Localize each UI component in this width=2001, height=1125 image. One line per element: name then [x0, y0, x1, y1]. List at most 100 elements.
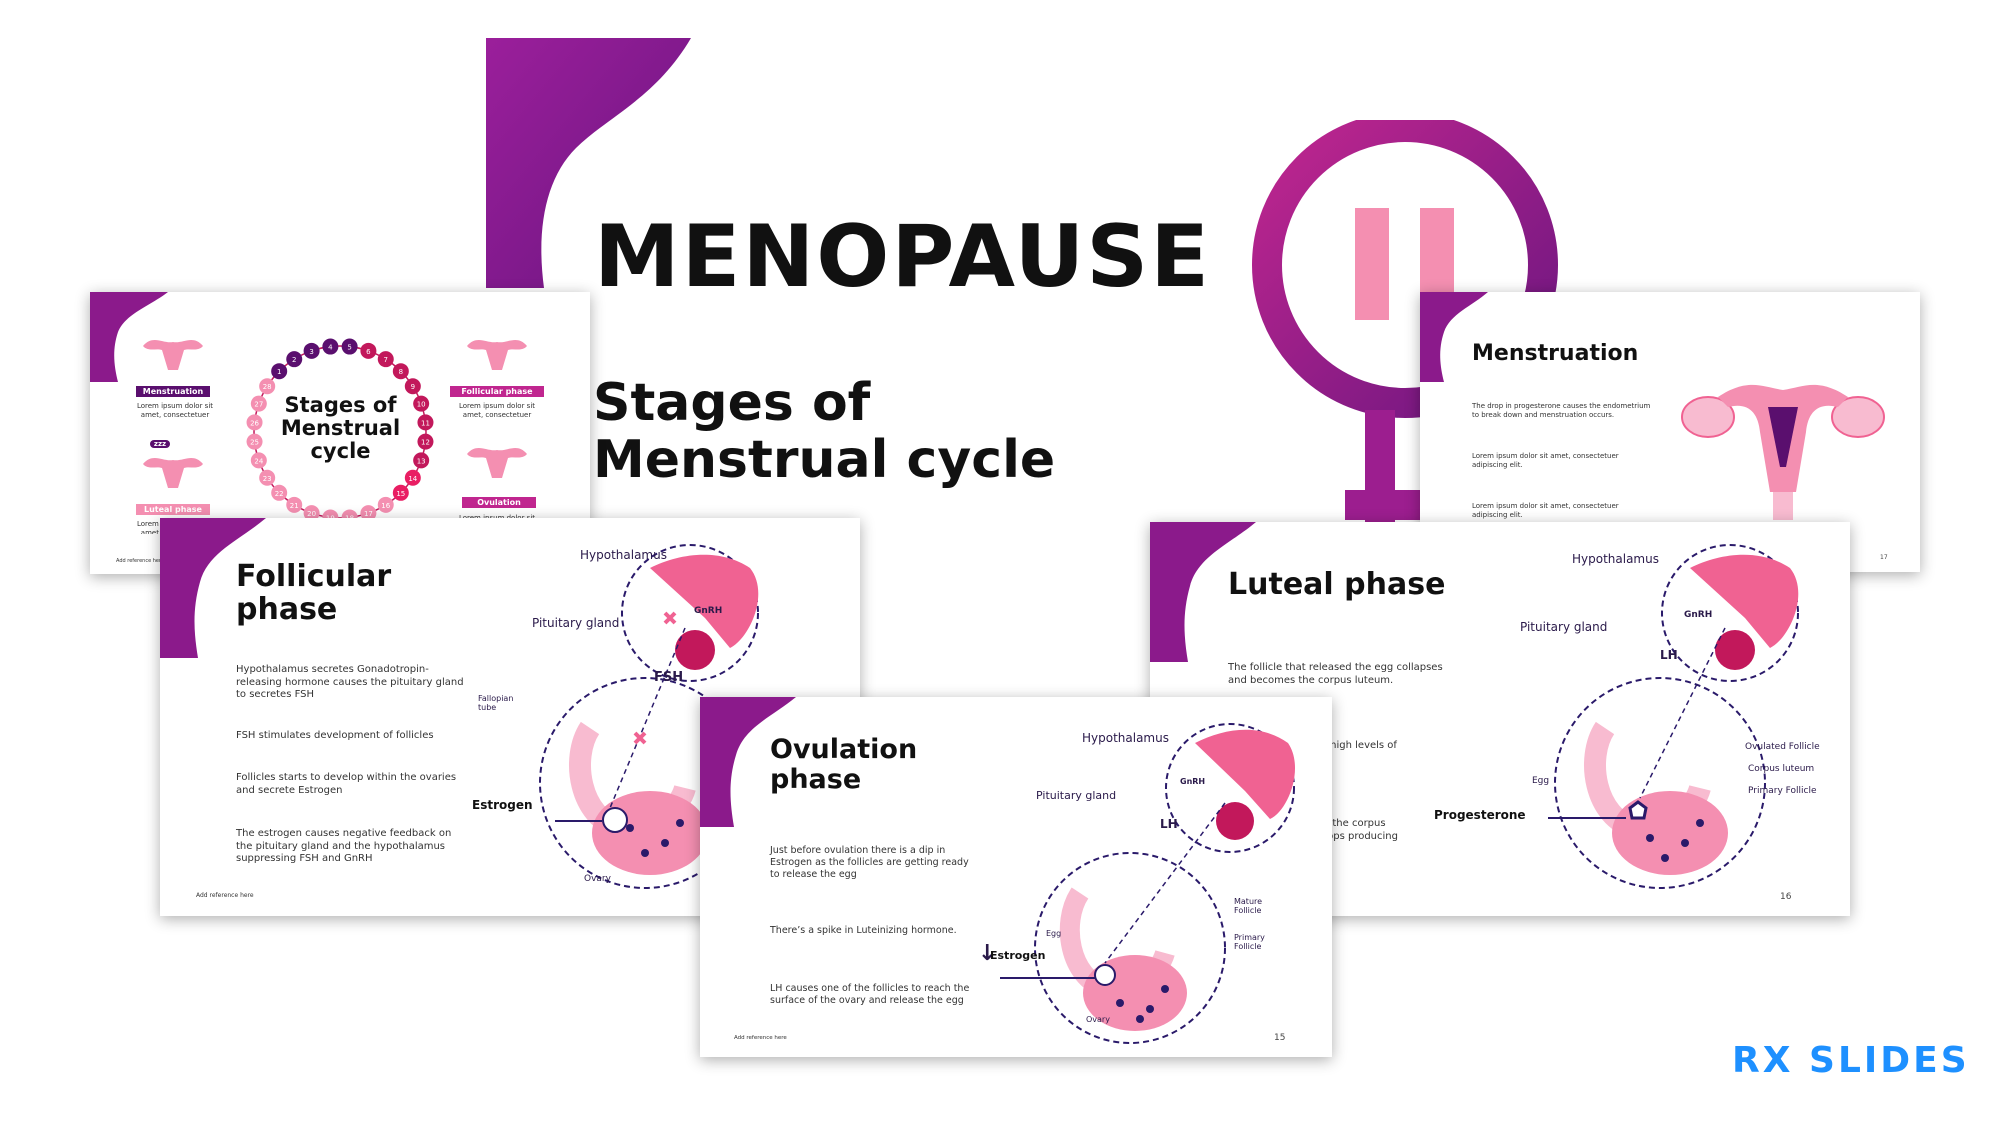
uterus-icon — [143, 339, 203, 370]
cycle-day-16: 16 — [377, 496, 394, 513]
cycle-day-25: 25 — [246, 433, 263, 450]
label-estrogen: Estrogen — [990, 949, 1046, 962]
uterus-icon — [467, 447, 527, 478]
cycle-day-17: 17 — [360, 505, 377, 522]
follicular-title: Follicular phase — [236, 559, 392, 627]
menstruation-para-1: The drop in progesterone causes the endo… — [1472, 402, 1651, 419]
label-progesterone: Progesterone — [1434, 808, 1526, 822]
stages-footer: Add reference here — [116, 558, 165, 564]
label-lh: LH — [1160, 817, 1178, 831]
menstruation-para-2: Lorem ipsum dolor sit amet, consectetuer… — [1472, 452, 1619, 469]
main-subtitle: Stages of Menstrual cycle — [593, 373, 1056, 491]
lorem-2: Lorem ipsum dolor sit amet, consectetuer — [458, 402, 536, 419]
svg-text:2: 2 — [292, 356, 296, 364]
label-hypothalamus: Hypothalamus — [580, 548, 667, 562]
cycle-day-4: 4 — [322, 338, 339, 355]
ovulation-footer: Add reference here — [734, 1035, 787, 1041]
cycle-day-8: 8 — [392, 363, 409, 380]
label-hypothalamus: Hypothalamus — [1572, 552, 1659, 566]
cycle-day-27: 27 — [250, 395, 267, 412]
label-mature: Mature Follicle — [1234, 897, 1263, 915]
menstruation-page: 17 — [1880, 554, 1888, 561]
cycle-day-14: 14 — [404, 469, 421, 486]
label-pituitary: Pituitary gland — [532, 616, 620, 630]
cycle-day-7: 7 — [377, 351, 394, 368]
svg-text:6: 6 — [366, 348, 371, 356]
label-egg: Egg — [1532, 776, 1550, 786]
svg-text:1: 1 — [277, 368, 281, 376]
svg-text:26: 26 — [250, 419, 259, 427]
main-title: MENOPAUSE — [594, 207, 1211, 307]
follicular-para-1: Hypothalamus secretes Gonadotropin- rele… — [236, 664, 464, 700]
slide-wave — [1150, 522, 1256, 662]
menstruation-title: Menstruation — [1472, 341, 1639, 366]
label-fsh: FSH — [654, 670, 684, 685]
svg-text:9: 9 — [411, 383, 415, 391]
svg-text:23: 23 — [263, 475, 272, 483]
cycle-day-9: 9 — [404, 378, 421, 395]
lorem-1: Lorem ipsum dolor sit amet, consectetuer — [136, 402, 214, 419]
svg-text:12: 12 — [421, 439, 430, 447]
label-pituitary: Pituitary gland — [1520, 620, 1608, 634]
svg-text:4: 4 — [328, 344, 333, 352]
svg-text:22: 22 — [275, 490, 284, 498]
hormone-diagram — [1548, 544, 1799, 889]
svg-text:20: 20 — [307, 510, 316, 518]
label-primary: Primary Follicle — [1748, 786, 1817, 796]
slide-wave — [700, 697, 796, 827]
uterus-icon — [467, 339, 527, 370]
svg-text:27: 27 — [254, 401, 263, 409]
cycle-day-13: 13 — [413, 452, 430, 469]
cycle-day-21: 21 — [286, 496, 303, 513]
svg-text:17: 17 — [364, 510, 373, 518]
label-ovary: Ovary — [584, 874, 611, 884]
luteal-page: 16 — [1780, 892, 1792, 902]
cycle-day-10: 10 — [413, 395, 430, 412]
stages-title: Stages of Menstrual cycle — [280, 393, 401, 464]
ovulation-para-2: There’s a spike in Luteinizing hormone. — [770, 925, 957, 936]
svg-text:11: 11 — [421, 419, 430, 427]
cycle-day-11: 11 — [417, 414, 434, 431]
follicular-footer: Add reference here — [196, 892, 254, 899]
luteal-title: Luteal phase — [1228, 567, 1446, 602]
main-purple-wave — [486, 38, 691, 288]
cycle-day-2: 2 — [286, 351, 303, 368]
cycle-day-24: 24 — [250, 452, 267, 469]
label-corpus: Corpus luteum — [1748, 764, 1815, 774]
hormone-diagram — [1000, 723, 1296, 1044]
svg-text:8: 8 — [399, 368, 403, 376]
slide-ovulation: Ovulation phase Just before ovulation th… — [700, 697, 1332, 1057]
label-ovulation: Ovulation — [462, 497, 536, 508]
arrow-down-icon: ↓ — [978, 941, 997, 966]
label-hypothalamus: Hypothalamus — [1082, 731, 1169, 745]
cycle-day-23: 23 — [259, 469, 276, 486]
uterus-illustration — [1681, 384, 1885, 520]
svg-text:10: 10 — [417, 401, 426, 409]
cycle-day-1: 1 — [271, 363, 288, 380]
label-ovary: Ovary — [1086, 1015, 1110, 1024]
slide-wave — [90, 292, 168, 382]
cycle-day-3: 3 — [303, 342, 320, 359]
svg-text:14: 14 — [408, 475, 417, 483]
follicular-para-4: The estrogen causes negative feedback on… — [236, 828, 452, 864]
label-pituitary: Pituitary gland — [1036, 789, 1117, 802]
label-gnrh: GnRH — [1180, 777, 1206, 786]
cycle-day-6: 6 — [360, 342, 377, 359]
label-egg: Egg — [1046, 929, 1062, 938]
cycle-day-12: 12 — [417, 433, 434, 450]
cycle-day-5: 5 — [341, 338, 358, 355]
ovulation-page: 15 — [1274, 1033, 1286, 1043]
cycle-day-15: 15 — [392, 484, 409, 501]
svg-text:7: 7 — [384, 356, 388, 364]
ovulation-para-1: Just before ovulation there is a dip in … — [770, 845, 969, 880]
svg-text:15: 15 — [396, 490, 405, 498]
luteal-para-1: The follicle that released the egg colla… — [1228, 662, 1443, 686]
ovulation-title: Ovulation phase — [770, 734, 918, 795]
label-gnrh: GnRH — [694, 606, 723, 616]
slide-wave — [160, 518, 266, 658]
svg-text:5: 5 — [347, 344, 351, 352]
cycle-day-20: 20 — [303, 505, 320, 522]
label-lh: LH — [1660, 648, 1678, 662]
follicular-para-2: FSH stimulates development of follicles — [236, 730, 434, 741]
label-ovulated: Ovulated Follicle — [1745, 742, 1820, 752]
